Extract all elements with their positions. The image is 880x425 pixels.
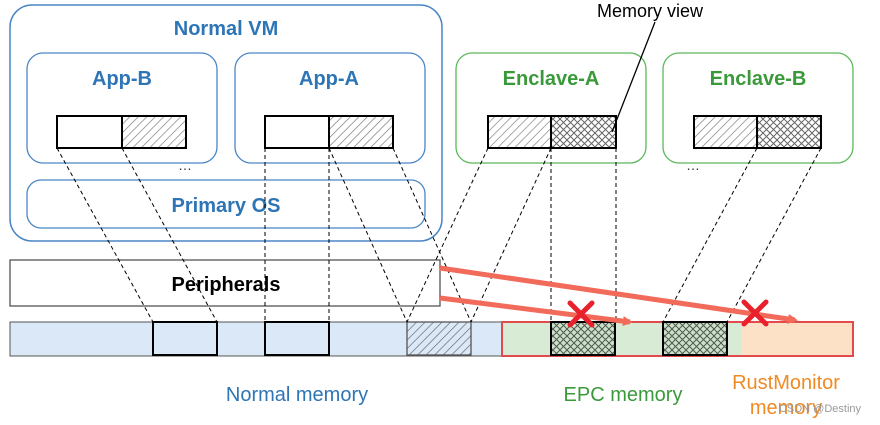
peripherals-label: Peripherals — [172, 274, 281, 296]
enclave-a-page-crosshatched — [550, 115, 617, 149]
arrow-to-rustmonitor — [439, 265, 798, 324]
normal-vm-box — [9, 4, 443, 242]
enclave-b-page-crosshatched — [756, 115, 822, 149]
enclave-b-page-hatched — [693, 115, 758, 149]
memory-view-label: Memory view — [597, 1, 704, 21]
app-a-page-hatched — [328, 115, 394, 149]
blocked-cross-epc — [567, 300, 595, 328]
normal-memory-page-shared — [406, 321, 472, 356]
arrow-to-epc — [439, 295, 633, 327]
peripheral-access-arrows — [439, 265, 798, 327]
mapping-lines — [56, 147, 822, 323]
app-a-label: App-A — [299, 68, 359, 90]
normal-memory-page-1 — [152, 321, 218, 356]
app-b-page-plain — [56, 115, 123, 149]
normal-vm-label: Normal VM — [174, 18, 278, 40]
memory-view-pointer — [611, 21, 656, 133]
enclave-b-ellipsis: … — [686, 157, 700, 173]
normal-memory-label: Normal memory — [226, 384, 368, 406]
epc-memory-label: EPC memory — [564, 384, 683, 406]
enclave-a-label: Enclave-A — [503, 68, 600, 90]
peripherals-box — [9, 259, 441, 307]
rustmonitor-label-line1: RustMonitor — [732, 372, 840, 394]
normal-memory-page-2 — [264, 321, 330, 356]
app-a-box — [234, 52, 426, 164]
app-b-label: App-B — [92, 68, 152, 90]
epc-page-1 — [550, 321, 616, 356]
app-a-page-plain — [264, 115, 330, 149]
enclave-b-box — [662, 52, 854, 164]
app-b-ellipsis: … — [178, 157, 192, 173]
epc-page-2 — [662, 321, 728, 356]
primary-os-label: Primary OS — [172, 195, 281, 217]
enclave-a-page-hatched — [487, 115, 552, 149]
watermark: CSDN @Destiny — [779, 403, 862, 415]
enclave-b-label: Enclave-B — [710, 68, 807, 90]
blocked-cross-rustmonitor — [741, 299, 769, 327]
rustmonitor-label-line2: memory — [750, 397, 822, 419]
rustmonitor-memory-region — [742, 322, 853, 356]
app-b-page-hatched — [121, 115, 187, 149]
primary-os-box — [26, 179, 426, 229]
app-b-box — [26, 52, 218, 164]
